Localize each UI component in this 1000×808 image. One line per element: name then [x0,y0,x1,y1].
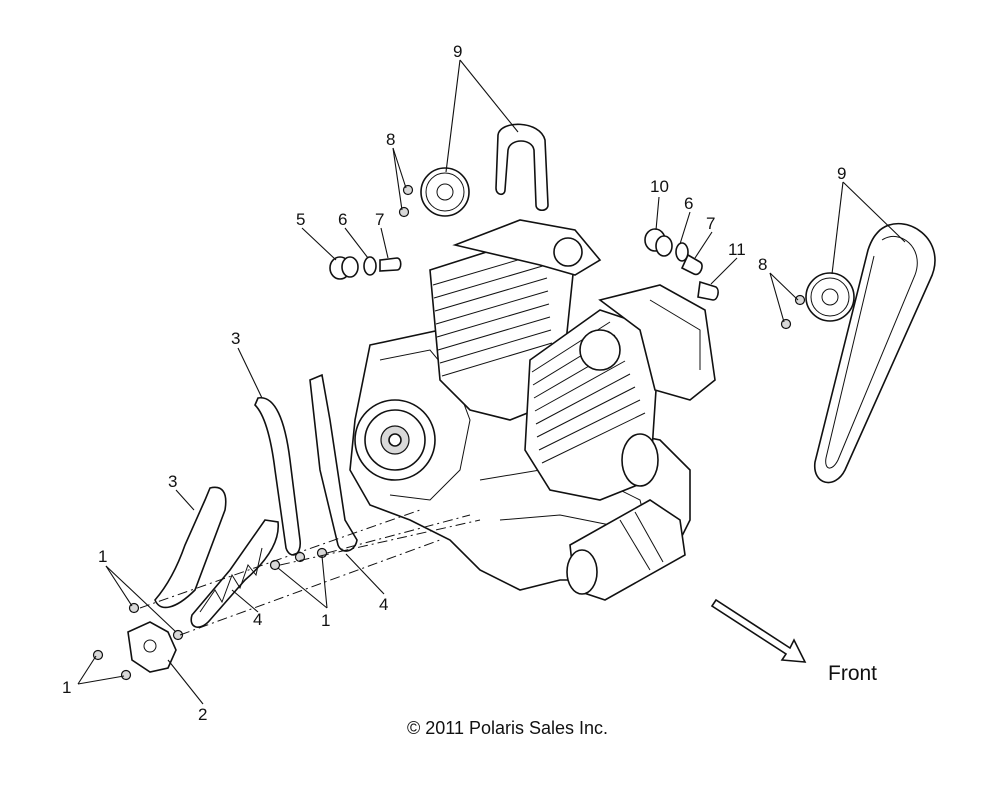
cam-cap [644,228,673,257]
oil-filter [621,433,659,487]
callout-5: 5 [296,210,305,229]
crank-gear [354,399,436,481]
front-label: Front [828,662,877,685]
cam-pin [379,257,402,272]
cam-chain-rear [495,123,549,212]
callout-3-upper: 3 [231,329,240,348]
callout-labels: 9 8 5 6 7 10 6 7 11 9 8 3 3 4 4 1 1 1 2 [62,42,846,724]
callout-1-middle: 1 [321,611,330,630]
chain-guide-lower [154,486,227,609]
cam-sprocket-front [805,272,855,322]
callout-6-left: 6 [338,210,347,229]
sprocket-bolt [794,294,806,306]
callout-7-left: 7 [375,210,384,229]
sprocket-bolt [402,184,414,196]
callout-2: 2 [198,705,207,724]
bolt [172,629,184,641]
callout-8-right: 8 [758,255,767,274]
callout-11: 11 [728,240,746,259]
callout-9-top: 9 [453,42,462,61]
sprocket-bolt [780,318,792,330]
bolt [120,669,132,681]
callout-6-right: 6 [684,194,693,213]
chain-tensioner-lower [190,519,279,628]
callout-9-right: 9 [837,164,846,183]
cam-sprocket-rear [420,167,470,217]
front-arrow: Front [710,598,877,685]
callout-1-left-top: 1 [98,547,107,566]
cam-chain-front [814,222,936,484]
callout-7-right: 7 [706,214,715,233]
callout-10: 10 [650,177,669,196]
tensioner-bracket [127,621,177,673]
front-cam-chain-assembly [644,222,936,484]
alignment-lines [139,509,481,636]
leader-lines [77,59,906,705]
cam-cap [329,256,359,280]
callout-8-top: 8 [386,130,395,149]
callout-1-left-bottom: 1 [62,678,71,697]
starter-motor [566,499,686,601]
chain-guide-upper [254,397,301,556]
rear-cylinder [429,219,602,421]
callout-3-lower: 3 [168,472,177,491]
sprocket-bolt [398,206,410,218]
callout-4-lower: 4 [253,610,262,629]
o-ring [363,256,377,276]
chain-guides [127,373,358,673]
plug [697,280,719,301]
engine-assembly [349,219,716,601]
o-ring [675,242,689,262]
rear-cam-chain-assembly [329,123,549,280]
arrow-right-icon [710,598,807,663]
copyright-notice: © 2011 Polaris Sales Inc. [407,718,608,738]
chain-tensioner-upper [309,373,358,552]
cam-pin [680,253,703,276]
callout-4-upper: 4 [379,595,388,614]
